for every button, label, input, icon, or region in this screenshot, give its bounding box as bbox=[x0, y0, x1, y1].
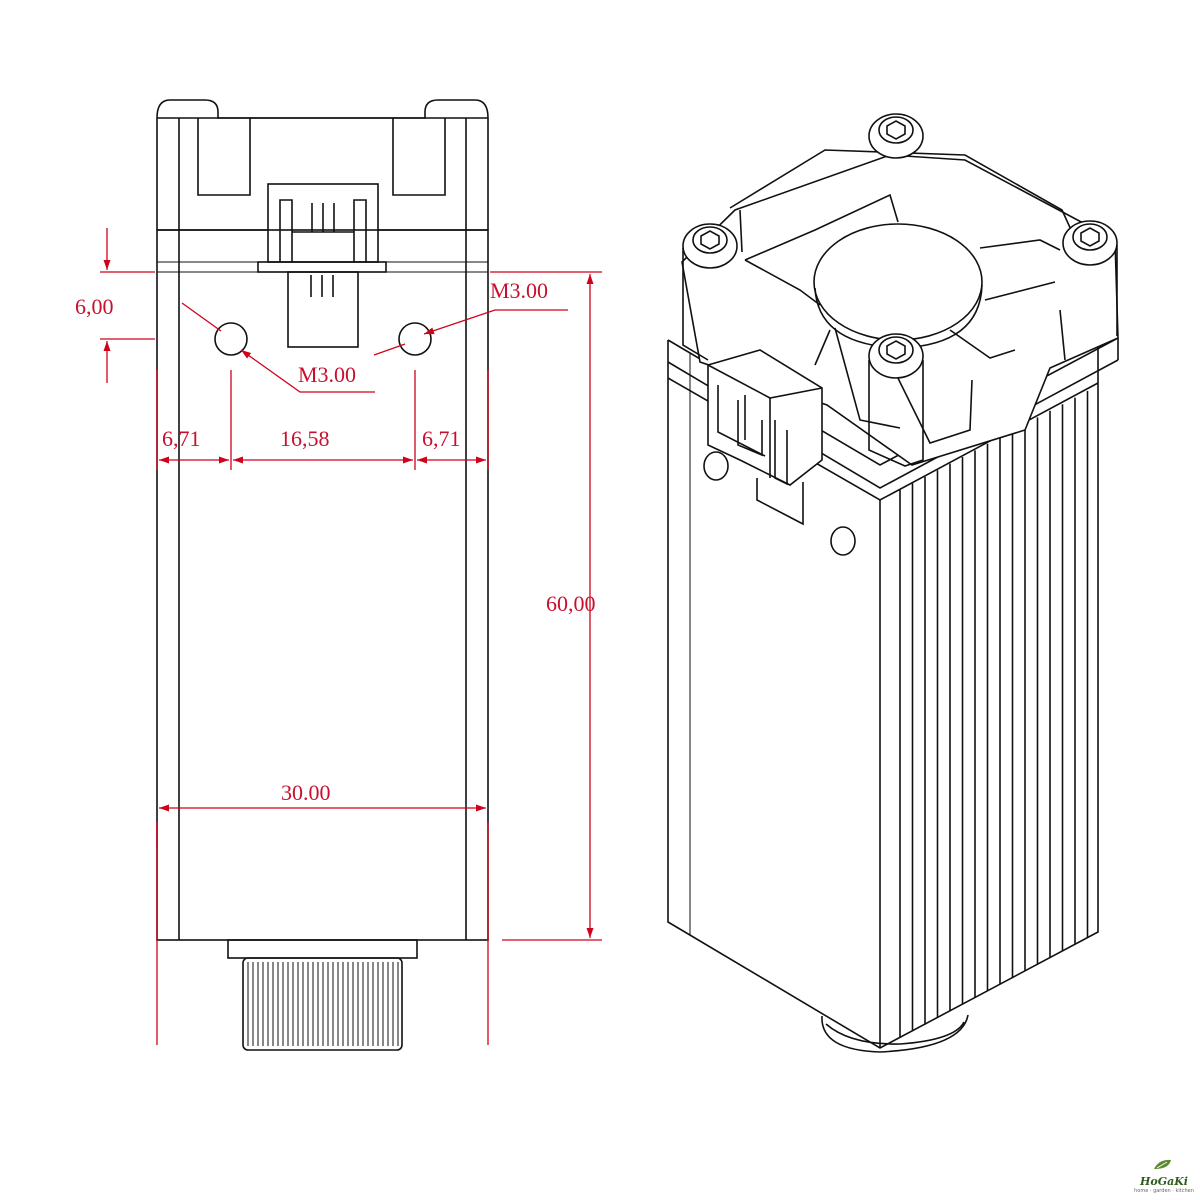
dimension-lines bbox=[100, 228, 602, 1045]
front-view bbox=[156, 99, 489, 1051]
front-body bbox=[156, 229, 489, 941]
mount-hole-right bbox=[398, 322, 432, 356]
isometric-view bbox=[667, 113, 1119, 1053]
dim-offset-top: 6,00 bbox=[75, 294, 114, 319]
brand-logo: HoGaKi home · garden · kitchen bbox=[1134, 1156, 1194, 1194]
connector bbox=[257, 183, 387, 348]
screw-right-icon bbox=[1062, 220, 1118, 336]
fan-screws bbox=[682, 113, 1118, 467]
dim-hole-spacing: 16,58 bbox=[280, 426, 330, 451]
iso-connector bbox=[707, 349, 823, 486]
fan-hub bbox=[813, 223, 983, 341]
knurl-pattern bbox=[247, 962, 399, 1046]
dimension-labels: 6,00 M3.00 M3.00 6,71 16,58 6,71 60,00 3… bbox=[75, 278, 596, 805]
dim-body-width: 30.00 bbox=[281, 780, 331, 805]
dim-offset-right: 6,71 bbox=[422, 426, 461, 451]
leaf-icon bbox=[1154, 1159, 1171, 1169]
dim-thread-left: M3.00 bbox=[298, 362, 356, 387]
iso-hole-1 bbox=[703, 451, 729, 481]
focus-lens bbox=[227, 939, 418, 1051]
screw-left-icon bbox=[682, 223, 738, 361]
iso-body bbox=[667, 337, 1119, 1049]
mount-hole-left bbox=[214, 322, 248, 356]
dim-thread-right: M3.00 bbox=[490, 278, 548, 303]
dim-offset-left: 6,71 bbox=[162, 426, 201, 451]
screw-front-icon bbox=[868, 333, 924, 467]
dim-body-height: 60,00 bbox=[546, 591, 596, 616]
iso-lens bbox=[821, 1014, 969, 1053]
logo-name: HoGaKi bbox=[1140, 1175, 1188, 1188]
screw-top-icon bbox=[868, 113, 924, 159]
logo-tagline: home · garden · kitchen bbox=[1134, 1188, 1194, 1194]
iso-hole-2 bbox=[830, 526, 856, 556]
cooling-fins bbox=[899, 391, 1089, 1038]
